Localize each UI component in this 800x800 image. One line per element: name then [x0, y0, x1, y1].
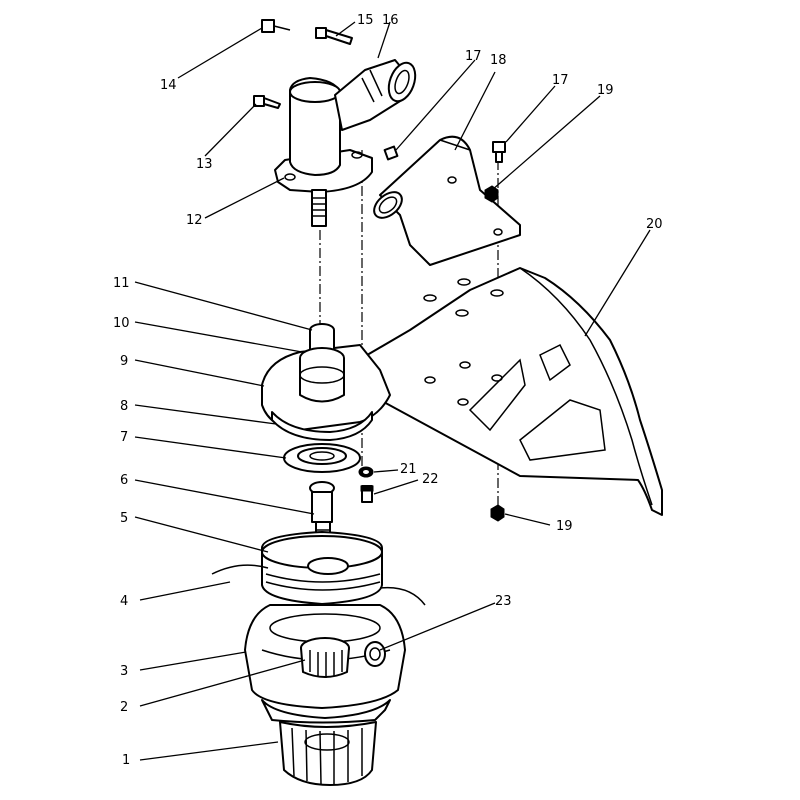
- callout-23: 23: [495, 594, 512, 609]
- callout-6: 6: [120, 473, 128, 488]
- callout-19a: 19: [597, 83, 614, 98]
- spindle-bearing: [299, 323, 345, 403]
- leader-21: [373, 469, 399, 473]
- leader-20: [584, 229, 651, 337]
- screw-14: [261, 19, 291, 33]
- callout-9: 9: [120, 354, 128, 369]
- leader-6: [134, 479, 315, 515]
- callout-15: 15: [357, 13, 374, 28]
- gear-head-housing: [274, 59, 417, 227]
- leader-15: [335, 21, 356, 37]
- callout-22: 22: [422, 472, 439, 487]
- callout-7: 7: [120, 430, 128, 445]
- callout-19b: 19: [556, 519, 573, 534]
- leader-16: [377, 21, 391, 59]
- leader-10: [134, 321, 303, 353]
- callout-17b: 17: [552, 73, 569, 88]
- leader-17b: [505, 85, 556, 143]
- bump-knob-insert: [300, 637, 350, 678]
- leader-12: [204, 177, 285, 219]
- leader-3: [139, 651, 247, 671]
- leader-18: [454, 71, 496, 151]
- nut-19-top: [484, 185, 499, 203]
- callout-16: 16: [382, 13, 399, 28]
- leader-9: [134, 359, 265, 387]
- callout-8: 8: [120, 399, 128, 414]
- leader-4: [139, 581, 231, 601]
- callout-10: 10: [113, 316, 130, 331]
- callout-1: 1: [122, 753, 130, 768]
- leader-14: [177, 27, 263, 79]
- screw-17-left: [383, 145, 399, 161]
- leader-13: [204, 103, 257, 157]
- shaft-clamp-bracket: [373, 135, 521, 266]
- callout-labels: 1 2 3 4 5 6 7 8 9 10 11 12 13 14 15 16 1…: [113, 13, 663, 768]
- callout-11: 11: [113, 276, 130, 291]
- guard-shield: [349, 267, 663, 516]
- leader-7: [134, 436, 287, 459]
- bolt-22: [360, 485, 374, 503]
- leader-1: [139, 741, 279, 761]
- callout-13: 13: [196, 157, 213, 172]
- callout-18: 18: [490, 53, 507, 68]
- callout-4: 4: [120, 594, 128, 609]
- callout-17a: 17: [465, 49, 482, 64]
- leader-17a: [395, 59, 476, 151]
- bump-knob: [261, 699, 391, 786]
- screw-15: [315, 27, 353, 45]
- trimmer-spool: [261, 531, 383, 605]
- leader-19a: [491, 95, 601, 191]
- leader-lines: [134, 21, 651, 761]
- leader-23: [379, 602, 496, 651]
- leader-2: [139, 659, 306, 707]
- trimmer-line-right: [379, 586, 426, 606]
- bearing-washer: [283, 443, 361, 473]
- trimmer-line-left: [211, 564, 269, 575]
- callout-3: 3: [120, 664, 128, 679]
- callout-14: 14: [160, 78, 177, 93]
- callout-12: 12: [186, 213, 203, 228]
- callout-21: 21: [400, 462, 417, 477]
- leader-22: [373, 479, 419, 495]
- screw-13: [253, 95, 281, 109]
- callout-2: 2: [120, 700, 128, 715]
- leader-5: [134, 516, 269, 553]
- leader-19b: [504, 513, 551, 526]
- callout-20: 20: [646, 217, 663, 232]
- callout-5: 5: [120, 511, 128, 526]
- leader-11: [134, 281, 313, 331]
- leader-8: [134, 404, 277, 425]
- screw-17-right: [492, 141, 506, 163]
- washer-21: [358, 466, 374, 478]
- nut-19-bottom: [490, 504, 505, 522]
